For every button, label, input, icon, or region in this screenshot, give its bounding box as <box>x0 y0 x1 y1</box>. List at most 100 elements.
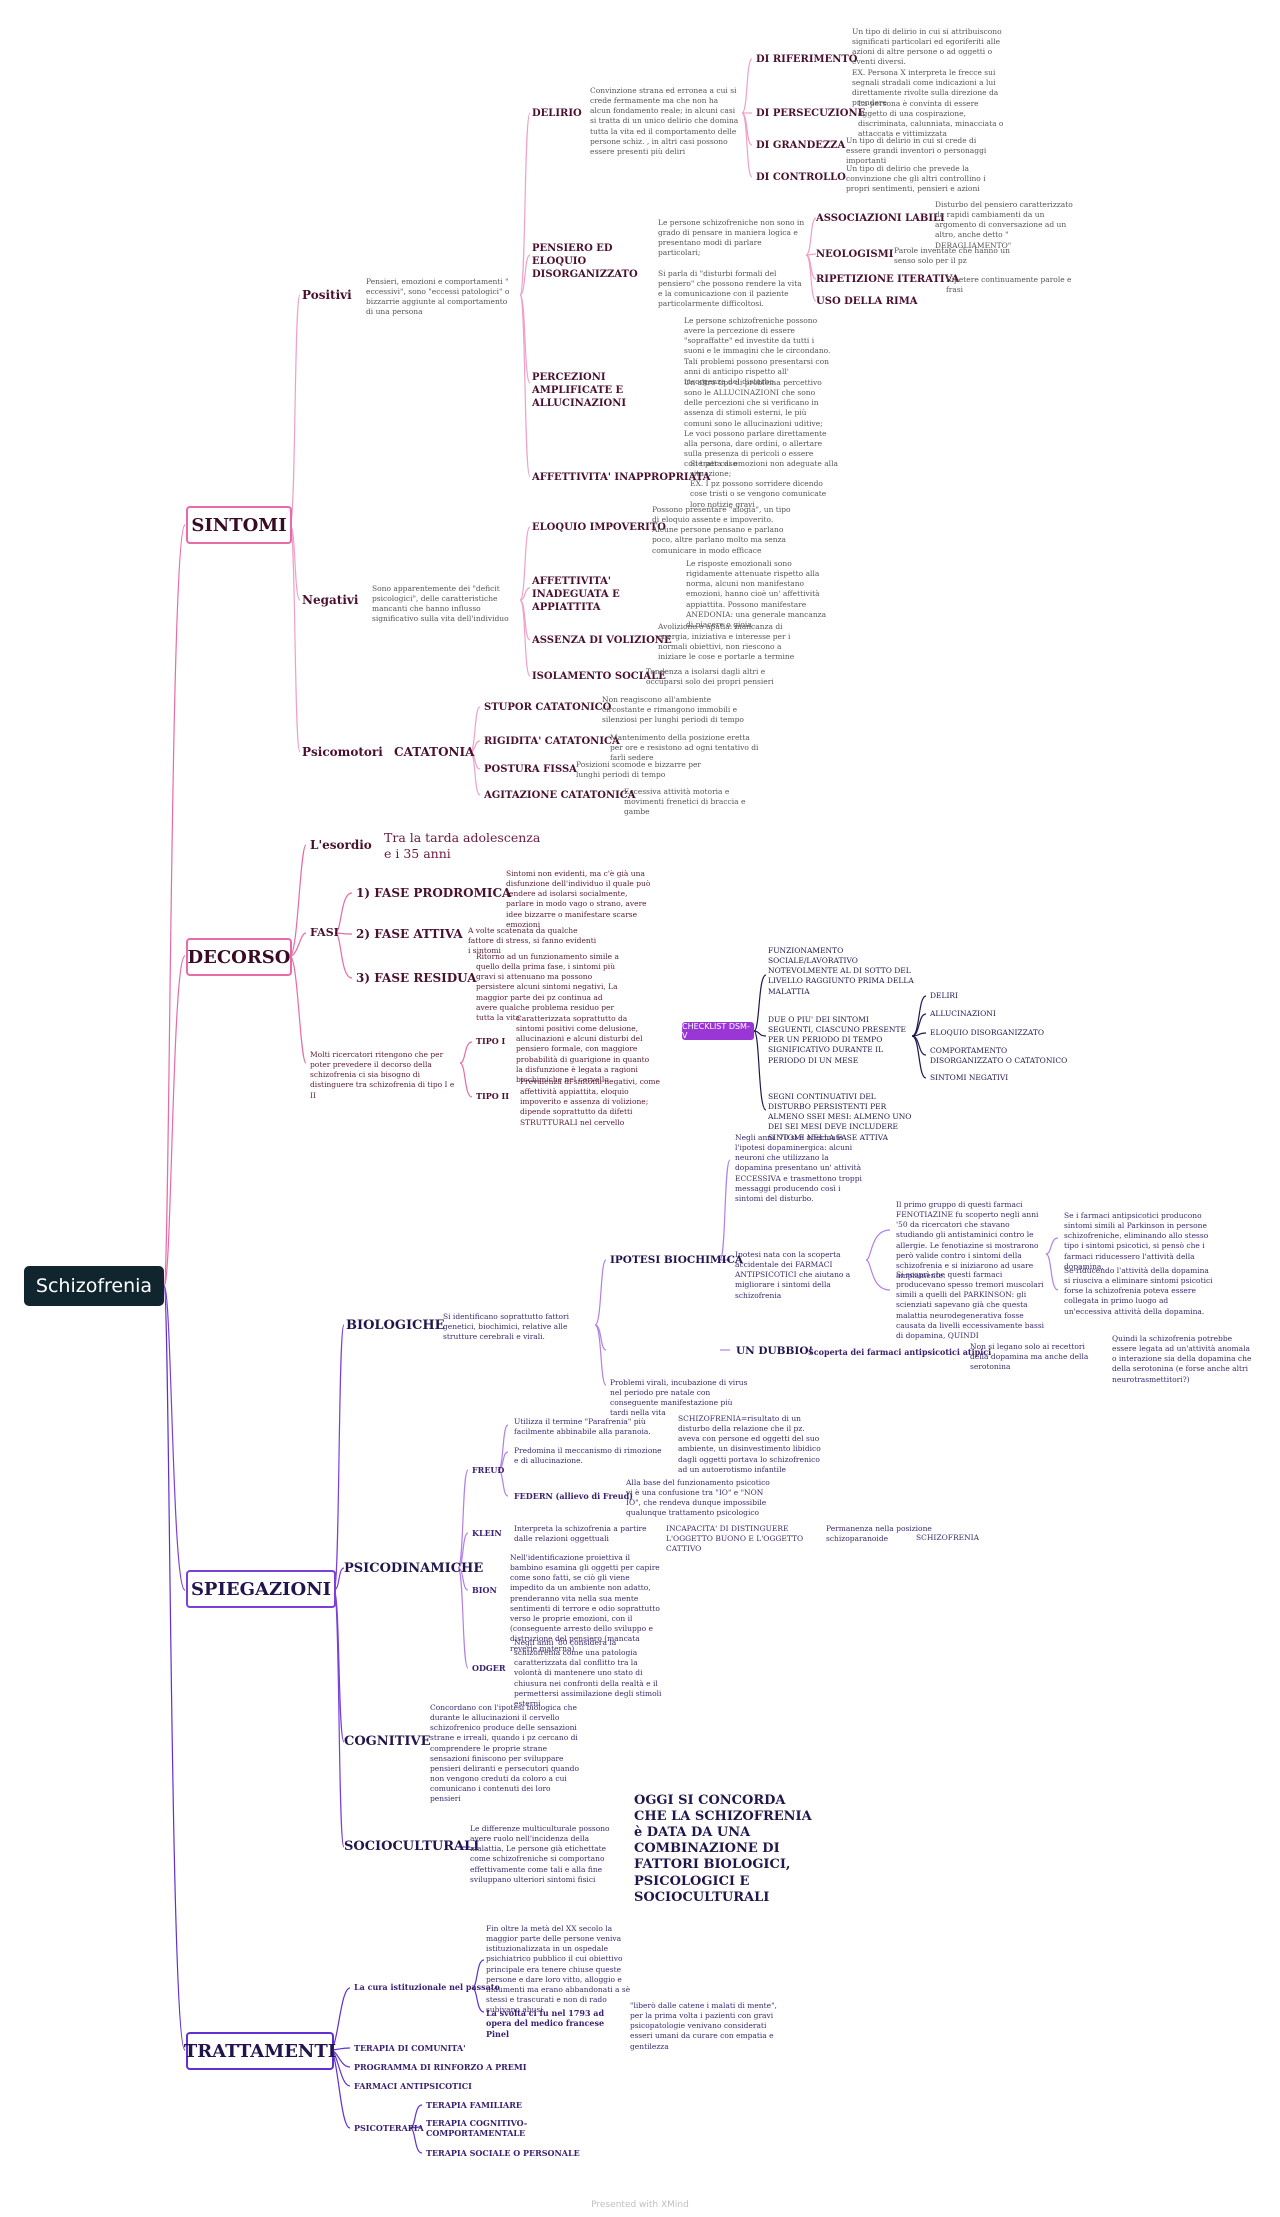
catatonia-item-label[interactable]: AGITAZIONE CATATONICA <box>484 790 636 801</box>
psicomotori-label[interactable]: Psicomotori <box>302 745 383 759</box>
delirio-type-label[interactable]: DI RIFERIMENTO <box>756 54 858 65</box>
fase-desc: A volte scatenata da qualche fattore di … <box>468 926 597 956</box>
section-decorso[interactable]: DECORSO <box>186 938 292 976</box>
negativi-item-label[interactable]: ASSENZA DI VOLIZIONE <box>532 635 672 646</box>
catatonia-item-label[interactable]: STUPOR CATATONICO <box>484 702 612 713</box>
psicoterapia-item[interactable]: TERAPIA SOCIALE O PERSONALE <box>426 2148 580 2158</box>
fase-label[interactable]: 1) FASE PRODROMICA <box>356 886 512 900</box>
federn-desc: Alla base del funzionamento psicotico vi… <box>626 1478 770 1518</box>
root-node[interactable]: Schizofrenia <box>24 1266 164 1306</box>
catatonia-item-desc: Posizioni scomode e bizzarre per lunghi … <box>576 760 702 780</box>
fasi-label[interactable]: FASI <box>310 926 339 939</box>
freud-desc: Predomina il meccanismo di rimozione e d… <box>514 1446 662 1466</box>
dubbio-label[interactable]: UN DUBBIO! <box>736 1345 814 1357</box>
section-spiegazioni[interactable]: SPIEGAZIONI <box>186 1570 336 1608</box>
odger-label[interactable]: ODGER <box>472 1663 506 1673</box>
delirio-desc: Convinzione strana ed erronea a cui si c… <box>590 86 739 156</box>
negativi-item-desc: Possono presentare "alogia", un tipo di … <box>652 505 791 555</box>
percezioni-desc: Le persone schizofreniche possono avere … <box>684 316 831 386</box>
negativi-item-label[interactable]: ISOLAMENTO SOCIALE <box>532 671 666 682</box>
delirio-label[interactable]: DELIRIO <box>532 108 582 119</box>
federn-label[interactable]: FEDERN (allievo di Freud) <box>514 1491 633 1501</box>
footer-credit: Presented with XMind <box>591 2200 689 2210</box>
esordio-desc: Tra la tarda adolescenza e i 35 anni <box>384 830 541 861</box>
freud-desc: SCHIZOFRENIA=risultato di un disturbo de… <box>678 1414 821 1474</box>
ragionamento-desc: Se i farmaci antipsicotici producono sin… <box>1064 1211 1209 1271</box>
psicoterapia-item[interactable]: TERAPIA FAMILIARE <box>426 2100 522 2110</box>
ipotesi-top-desc: Negli anni '70 si è affermata l'ipotesi … <box>735 1133 862 1203</box>
pensiero-type-desc: Parole inventate che hanno un senso solo… <box>894 246 1010 266</box>
section-trattamenti[interactable]: TRATTAMENTI <box>184 2032 336 2070</box>
trattamento-item[interactable]: TERAPIA DI COMUNITA' <box>354 2043 466 2053</box>
catatonia-item-desc: Non reagiscono all'ambiente circostante … <box>602 695 744 725</box>
negativi-item-desc: Le risposte emozionali sono rigidamente … <box>686 559 827 629</box>
ipotesi-biochimica-label[interactable]: IPOTESI BIOCHIMICA <box>610 1254 744 1266</box>
klein-permanenza: Permanenza nella posizione schizoparanoi… <box>826 1524 932 1544</box>
delirio-type-label[interactable]: DI PERSECUZIONE <box>756 108 866 119</box>
negativi-item-label[interactable]: ELOQUIO IMPOVERITO <box>532 522 666 533</box>
esordio-label[interactable]: L'esordio <box>310 838 372 852</box>
tipo-desc: Caratterizzata soprattutto da sintomi po… <box>516 1014 650 1084</box>
fenotiazine-desc: Il primo gruppo di questi farmaci FENOTI… <box>896 1200 1039 1280</box>
bion-label[interactable]: BION <box>472 1585 497 1595</box>
socioculturali-desc: Le differenze multiculturale possono ave… <box>470 1824 610 1884</box>
cura-istituzionale-desc: Fin oltre la metà del XX secolo la maggi… <box>486 1924 631 2014</box>
klein-label[interactable]: KLEIN <box>472 1528 502 1538</box>
pensiero-type-label[interactable]: ASSOCIAZIONI LABILI <box>816 213 945 224</box>
klein-incapacita: INCAPACITA' DI DISTINGUERE L'OGGETTO BUO… <box>666 1524 804 1554</box>
checklist-sintomo: SINTOMI NEGATIVI <box>930 1073 1009 1082</box>
delirio-type-label[interactable]: DI CONTROLLO <box>756 172 846 183</box>
cura-istituzionale-label[interactable]: La cura istituzionale nel passato <box>354 1982 500 1992</box>
positivi-label[interactable]: Positivi <box>302 288 352 302</box>
parkinson-desc: Si scoprì che questi farmaci producevano… <box>896 1270 1045 1340</box>
section-sintomi[interactable]: SINTOMI <box>186 506 292 544</box>
delirio-type-desc: Un tipo di delirio che prevede la convin… <box>846 164 986 194</box>
trattamento-item[interactable]: FARMACI ANTIPSICOTICI <box>354 2081 472 2091</box>
freud-desc: Utilizza il termine "Parafrenia" più fac… <box>514 1417 651 1437</box>
socioculturali-label[interactable]: SOCIOCULTURALI <box>344 1839 480 1854</box>
pensiero-type-label[interactable]: NEOLOGISMI <box>816 249 894 260</box>
svolta-desc: "liberò dalle catene i malati di mente",… <box>630 2001 777 2051</box>
fase-label[interactable]: 3) FASE RESIDUA <box>356 971 477 985</box>
pensiero-label[interactable]: PENSIERO ED ELOQUIO DISORGANIZZATO <box>532 243 638 280</box>
pensiero-type-label[interactable]: RIPETIZIONE ITERATIVA <box>816 274 960 285</box>
biologiche-label[interactable]: BIOLOGICHE <box>346 1318 445 1333</box>
pensiero-type-label[interactable]: USO DELLA RIMA <box>816 296 918 307</box>
pensiero-desc: Le persone schizofreniche non sono in gr… <box>658 218 805 308</box>
catatonia-item-desc: Mantenimento della posizione eretta per … <box>610 733 759 763</box>
negativi-desc: Sono apparentemente dei "deficit psicolo… <box>372 584 509 624</box>
catatonia-item-desc: Eccessiva attività motoria e movimenti f… <box>624 787 746 817</box>
delirio-type-desc: La persona è convinta di essere oggetto … <box>858 99 1004 139</box>
positivi-desc: Pensieri, emozioni e comportamenti " ecc… <box>366 277 510 317</box>
tipo-label[interactable]: TIPO I <box>476 1036 506 1046</box>
dubbio-conclusione: Quindi la schizofrenia potrebbe essere l… <box>1112 1334 1252 1384</box>
psicoterapia-item[interactable]: TERAPIA COGNITIVO- COMPORTAMENTALE <box>426 2118 528 2139</box>
checklist-item: DUE O PIU' DEI SINTOMI SEGUENTI, CIASCUN… <box>768 1015 906 1065</box>
catatonia-label[interactable]: CATATONIA <box>394 745 475 759</box>
negativi-label[interactable]: Negativi <box>302 593 359 607</box>
dubbio-desc: Non si legano solo ai recettori della do… <box>970 1342 1089 1372</box>
freud-label[interactable]: FREUD <box>472 1465 505 1475</box>
tipo-label[interactable]: TIPO II <box>476 1091 509 1101</box>
fase-label[interactable]: 2) FASE ATTIVA <box>356 927 463 941</box>
delirio-type-label[interactable]: DI GRANDEZZA <box>756 140 846 151</box>
checklist-dsm-badge[interactable]: CHECKLIST DSM-V <box>682 1022 754 1040</box>
catatonia-item-label[interactable]: RIGIDITA' CATATONICA <box>484 736 620 747</box>
trattamento-item[interactable]: PROGRAMMA DI RINFORZO A PREMI <box>354 2062 527 2072</box>
cognitive-label[interactable]: COGNITIVE <box>344 1734 431 1749</box>
biologiche-desc: Si identificano soprattutto fattori gene… <box>443 1312 569 1342</box>
percezioni-label[interactable]: PERCEZIONI AMPLIFICATE E ALLUCINAZIONI <box>532 372 627 409</box>
affettivita-label[interactable]: AFFETTIVITA' INAPPROPRIATA <box>532 472 711 483</box>
psicodinamiche-label[interactable]: PSICODINAMICHE <box>344 1561 484 1576</box>
svolta-pinel: La svolta ci fu nel 1793 ad opera del me… <box>486 2008 605 2039</box>
percezioni-desc: Un altro tipo di problema percettivo son… <box>684 378 827 468</box>
psicoterapia-label[interactable]: PSICOTERAPIA <box>354 2123 424 2133</box>
tipo-desc: Prevalenza di sintomi negativi, come aff… <box>520 1077 660 1127</box>
checklist-sintomo: ELOQUIO DISORGANIZZATO <box>930 1028 1044 1037</box>
negativi-item-label[interactable]: AFFETTIVITA' INADEGUATA E APPIATTITA <box>532 576 620 613</box>
tipi-desc: Molti ricercatori ritengono che per pote… <box>310 1050 455 1100</box>
catatonia-item-label[interactable]: POSTURA FISSA <box>484 764 577 775</box>
fase-desc: Sintomi non evidenti, ma c'è già una dis… <box>506 869 651 929</box>
pensiero-type-desc: Disturbo del pensiero caratterizzato da … <box>935 200 1073 250</box>
odger-desc: Negli anni '80 considera la schizofrenia… <box>514 1638 662 1708</box>
